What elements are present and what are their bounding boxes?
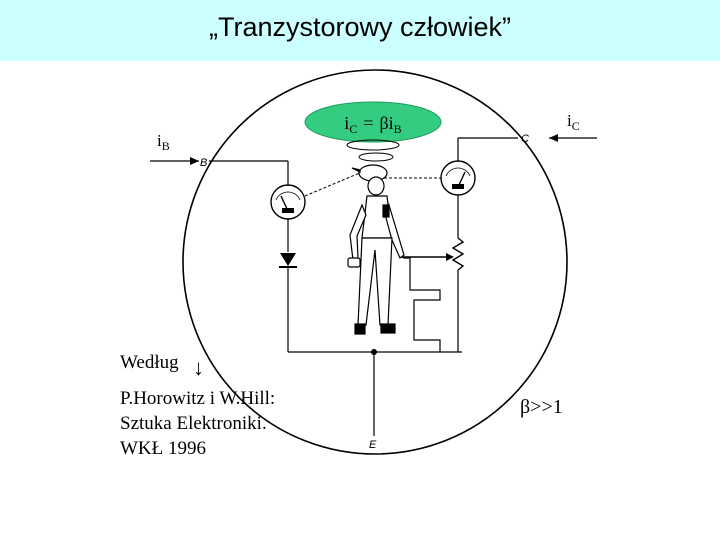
citation-line-1: Według <box>120 352 179 373</box>
ic-label: iC <box>567 111 580 133</box>
ic-arrowhead <box>549 134 558 142</box>
citation-arrow: ↓ <box>193 355 204 380</box>
title-bar <box>0 0 720 61</box>
thought-bubble-1 <box>346 139 400 151</box>
emitter-terminal-label: E <box>369 439 377 451</box>
human-figure-icon <box>347 164 405 335</box>
ib-arrowhead <box>190 157 199 165</box>
citation-line-2: P.Horowitz i W.Hill: <box>120 388 275 409</box>
thought-bubble-2 <box>358 152 394 162</box>
citation-line-3: Sztuka Elektroniki. <box>120 413 267 434</box>
diode-icon <box>279 253 297 268</box>
base-terminal-label: B <box>200 157 207 169</box>
outline-circle <box>182 69 568 455</box>
ammeter-icon <box>270 184 306 220</box>
equation-bubble <box>304 101 442 143</box>
head-link-left <box>304 171 363 197</box>
ib-label: iB <box>157 131 170 153</box>
collector-terminal-label: C <box>521 133 529 145</box>
equation-text: iC=βiB <box>344 113 401 136</box>
ammeter-icon <box>440 160 476 196</box>
slide-title: „Tranzystorowy człowiek” <box>208 12 512 42</box>
inner-step-wire <box>403 257 441 352</box>
citation-line-4: WKŁ 1996 <box>120 438 206 459</box>
potentiometer-icon <box>451 237 465 271</box>
beta-condition: β>>1 <box>520 396 563 418</box>
pot-wiper-arrowhead <box>446 253 454 261</box>
